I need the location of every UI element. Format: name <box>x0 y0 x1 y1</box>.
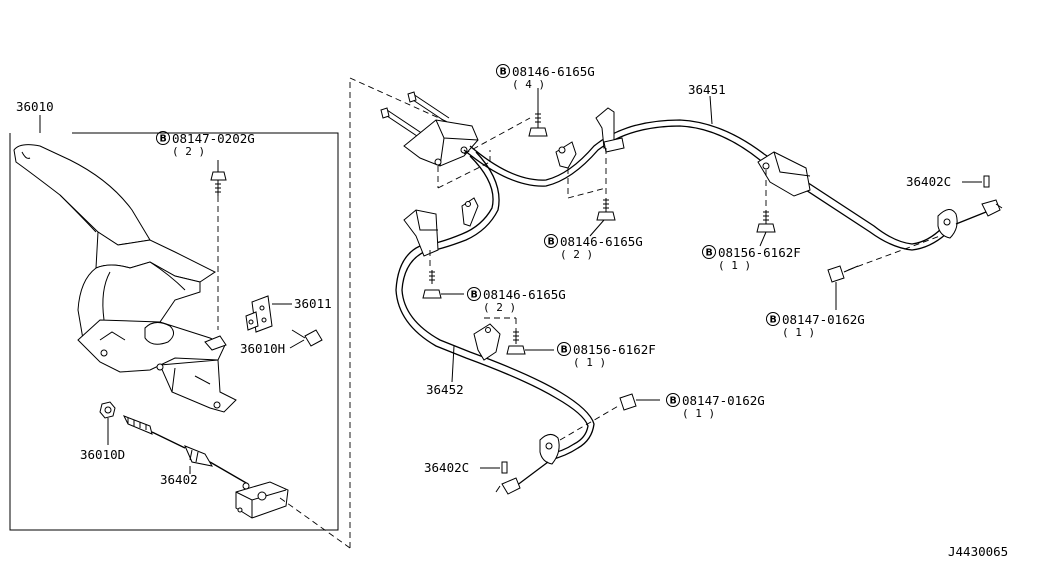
bolt-08156-6162F-upper <box>756 210 776 247</box>
bolt-08147-0162G-lower <box>619 393 660 411</box>
bolt-mark: B <box>670 396 677 407</box>
bolt-mark: B <box>548 237 555 248</box>
pin-36402C-bottom: 36402C <box>424 460 508 475</box>
fastener-part-number: 08146-6165G <box>483 287 566 302</box>
parking-brake-lever <box>13 144 237 413</box>
fastener-qty: ( 2 ) <box>560 248 593 261</box>
fastener-qty: ( 1 ) <box>573 356 606 369</box>
bolt-08147-0162G-upper <box>827 265 859 310</box>
bolt-mark: B <box>770 315 777 326</box>
fastener-part-number: 08147-0162G <box>682 393 765 408</box>
bolt-08146-6165G-4 <box>528 88 548 137</box>
fastener-qty: ( 1 ) <box>782 326 815 339</box>
bolt-mark: B <box>561 345 568 356</box>
part-label-36452: 36452 <box>426 382 464 397</box>
callout-08156-6162F-lower: B 08156-6162F ( 1 ) <box>557 342 656 369</box>
fastener-part-number: 08146-6165G <box>560 234 643 249</box>
part-label-36010H: 36010H <box>240 341 285 356</box>
bolt-mark: B <box>160 134 167 145</box>
fastener-qty: ( 1 ) <box>718 259 751 272</box>
callout-08146-6165G-2-upper: B 08146-6165G ( 2 ) <box>544 234 643 261</box>
fastener-part-number: 08156-6162F <box>573 342 656 357</box>
part-label-36402C-right: 36402C <box>906 174 951 189</box>
front-cable-36402: 36402 <box>122 415 289 519</box>
bolt-mark: B <box>471 290 478 301</box>
fastener-part-number: 08146-6165G <box>512 64 595 79</box>
callout-08147-0162G-upper: B 08147-0162G ( 1 ) <box>766 312 865 339</box>
callout-08147-0202G: B 08147-0202G ( 2 ) <box>156 131 255 158</box>
equalizer-bracket <box>380 91 531 189</box>
part-label-36010: 36010 <box>16 99 54 114</box>
fastener-qty: ( 1 ) <box>682 407 715 420</box>
nut-36010D: 36010D <box>80 401 125 462</box>
bolt-mark: B <box>706 248 713 259</box>
rear-cable-36451: 36451 <box>463 82 1003 251</box>
part-label-36010D: 36010D <box>80 447 125 462</box>
bolt-08147-0202G <box>210 160 227 330</box>
fastener-part-number: 08156-6162F <box>718 245 801 260</box>
part-label-36402C-bottom: 36402C <box>424 460 469 475</box>
part-label-36011: 36011 <box>294 296 332 311</box>
callout-08146-6165G-2-lower: B 08146-6165G ( 2 ) <box>467 287 566 314</box>
fastener-qty: ( 2 ) <box>483 301 516 314</box>
part-label-36402-left: 36402 <box>160 472 198 487</box>
bracket-36011: 36011 <box>245 295 332 333</box>
pin-36402C-right: 36402C <box>906 174 990 189</box>
callout-08147-0162G-lower: B 08147-0162G ( 1 ) <box>666 393 765 420</box>
fastener-part-number: 08147-0162G <box>782 312 865 327</box>
fastener-qty: ( 4 ) <box>512 78 545 91</box>
screw-36010H: 36010H <box>240 329 323 356</box>
callout-08146-6165G-4: B 08146-6165G ( 4 ) <box>496 64 595 91</box>
fastener-part-number: 08147-0202G <box>172 131 255 146</box>
rear-cable-36452: 36452 <box>395 151 595 495</box>
bolt-08146-6165G-2-lower <box>422 270 464 299</box>
part-label-36451: 36451 <box>688 82 726 97</box>
bolt-08156-6162F-lower <box>506 330 554 355</box>
bolt-mark: B <box>500 67 507 78</box>
callout-08156-6162F-upper: B 08156-6162F ( 1 ) <box>702 245 801 272</box>
bolt-08146-6165G-2-upper <box>589 198 616 237</box>
fastener-qty: ( 2 ) <box>172 145 205 158</box>
diagram-id: J4430065 <box>948 544 1008 559</box>
lever-assembly-box: 36010 <box>9 99 339 531</box>
